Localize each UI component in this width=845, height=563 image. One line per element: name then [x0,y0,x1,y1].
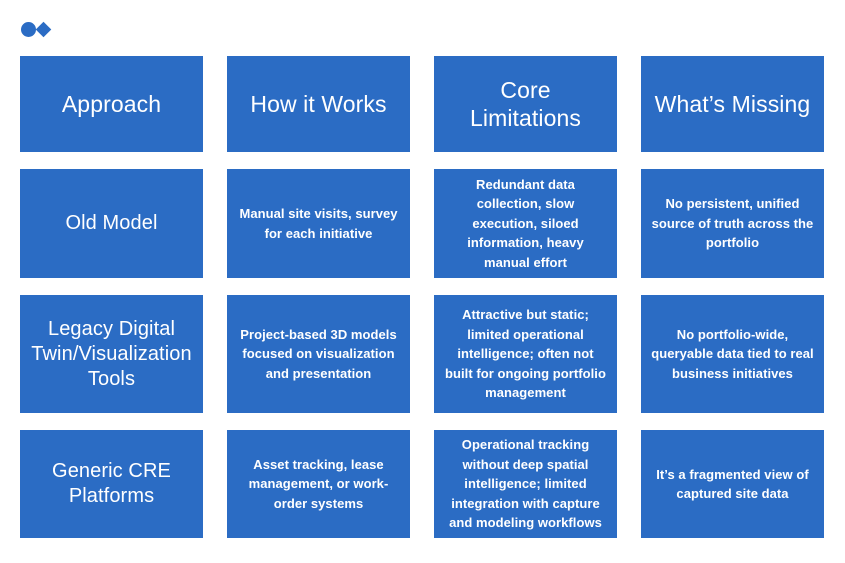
table-row-legacy-digital-twin-approach: Legacy Digital Twin/Visualization Tools [20,295,203,413]
circle-icon [21,21,36,37]
table-row-old-model-whats-missing: No persistent, unified source of truth a… [641,169,824,278]
table-row-legacy-digital-twin-core-limitations: Attractive but static; limited operation… [434,295,617,413]
cell-text: It’s a fragmented view of captured site … [656,466,809,502]
brand-logo [21,19,61,39]
cell-text: No portfolio-wide, queryable data tied t… [651,326,814,381]
table-row-old-model-how-it-works: Manual site visits, survey for each init… [227,169,410,278]
column-header-label: How it Works [250,90,387,117]
table-row-old-model-core-limitations: Redundant data collection, slow executio… [434,169,617,278]
table-row-generic-cre-platforms-whats-missing: It’s a fragmented view of captured site … [641,430,824,538]
column-header-whats-missing: What’s Missing [641,56,824,152]
diamond-icon [35,21,52,37]
table-row-generic-cre-platforms-core-limitations: Operational tracking without deep spatia… [434,430,617,538]
cell-text: Manual site visits, survey for each init… [239,206,398,241]
cell-text: Asset tracking, lease management, or wor… [248,456,389,511]
row-label: Generic CRE Platforms [52,460,171,507]
cell-text: Attractive but static; limited operation… [445,307,606,401]
column-header-how-it-works: How it Works [227,56,410,152]
table-row-generic-cre-platforms-approach: Generic CRE Platforms [20,430,203,538]
column-header-label: What’s Missing [654,90,811,117]
cell-text: No persistent, unified source of truth a… [651,196,814,251]
table-row-old-model-approach: Old Model [20,169,203,278]
row-label: Legacy Digital Twin/Visualization Tools [31,317,192,390]
column-header-label: Approach [61,90,162,117]
table-row-generic-cre-platforms-how-it-works: Asset tracking, lease management, or wor… [227,430,410,538]
column-header-approach: Approach [20,56,203,152]
table-row-legacy-digital-twin-how-it-works: Project-based 3D models focused on visua… [227,295,410,413]
cell-text: Operational tracking without deep spatia… [449,437,602,531]
table-row-legacy-digital-twin-whats-missing: No portfolio-wide, queryable data tied t… [641,295,824,413]
row-label: Old Model [65,212,158,234]
cell-text: Redundant data collection, slow executio… [467,176,584,270]
cell-text: Project-based 3D models focused on visua… [240,326,397,381]
